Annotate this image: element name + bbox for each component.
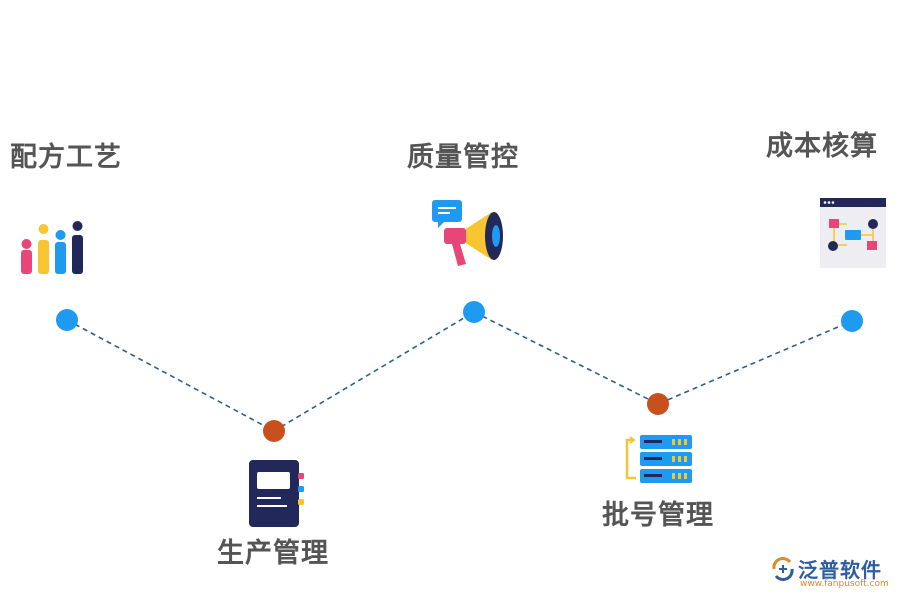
node-dot-1 <box>56 309 78 331</box>
node-label-cost: 成本核算 <box>766 131 878 162</box>
node-dot-5 <box>841 310 863 332</box>
server-rack-icon <box>625 435 692 483</box>
fanpu-logo-icon <box>772 557 794 581</box>
flowchart-window-icon <box>820 198 886 268</box>
notebook-icon <box>249 460 304 527</box>
brand-url: www.fanpusoft.com <box>800 579 889 589</box>
node-label-quality: 质量管控 <box>407 142 519 173</box>
brand-name: 泛普软件 <box>798 558 882 582</box>
brand-logo: 泛普软件 www.fanpusoft.com <box>770 552 895 598</box>
node-dot-4 <box>647 393 669 415</box>
node-label-production: 生产管理 <box>217 538 329 569</box>
node-dot-3 <box>463 301 485 323</box>
node-label-recipe: 配方工艺 <box>10 142 122 173</box>
bar-chart-icon <box>21 221 83 274</box>
megaphone-icon <box>432 200 503 266</box>
node-dot-2 <box>263 420 285 442</box>
node-label-batch: 批号管理 <box>602 500 714 531</box>
